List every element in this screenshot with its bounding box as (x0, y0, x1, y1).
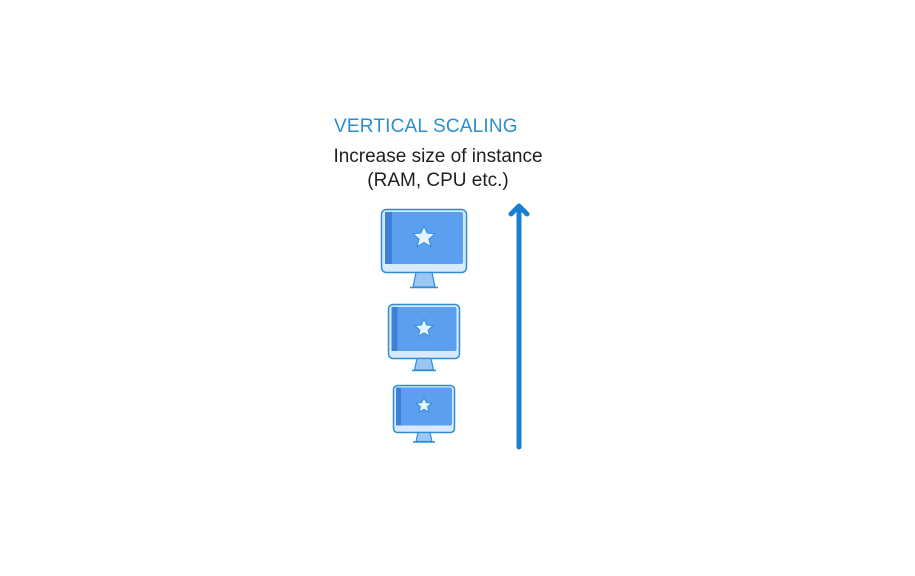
diagram-title: VERTICAL SCALING (334, 116, 518, 137)
star-icon (411, 224, 437, 248)
scale-up-arrow-icon (508, 203, 530, 450)
star-icon (413, 317, 435, 338)
subtitle-line-2: (RAM, CPU etc.) (367, 170, 509, 191)
medium-monitor-icon (387, 303, 461, 372)
diagram-subtitle: Increase size of instance (RAM, CPU etc.… (318, 145, 558, 193)
star-icon (414, 396, 434, 414)
large-monitor-icon (380, 208, 468, 289)
small-monitor-icon (392, 384, 456, 443)
subtitle-line-1: Increase size of instance (333, 146, 543, 167)
